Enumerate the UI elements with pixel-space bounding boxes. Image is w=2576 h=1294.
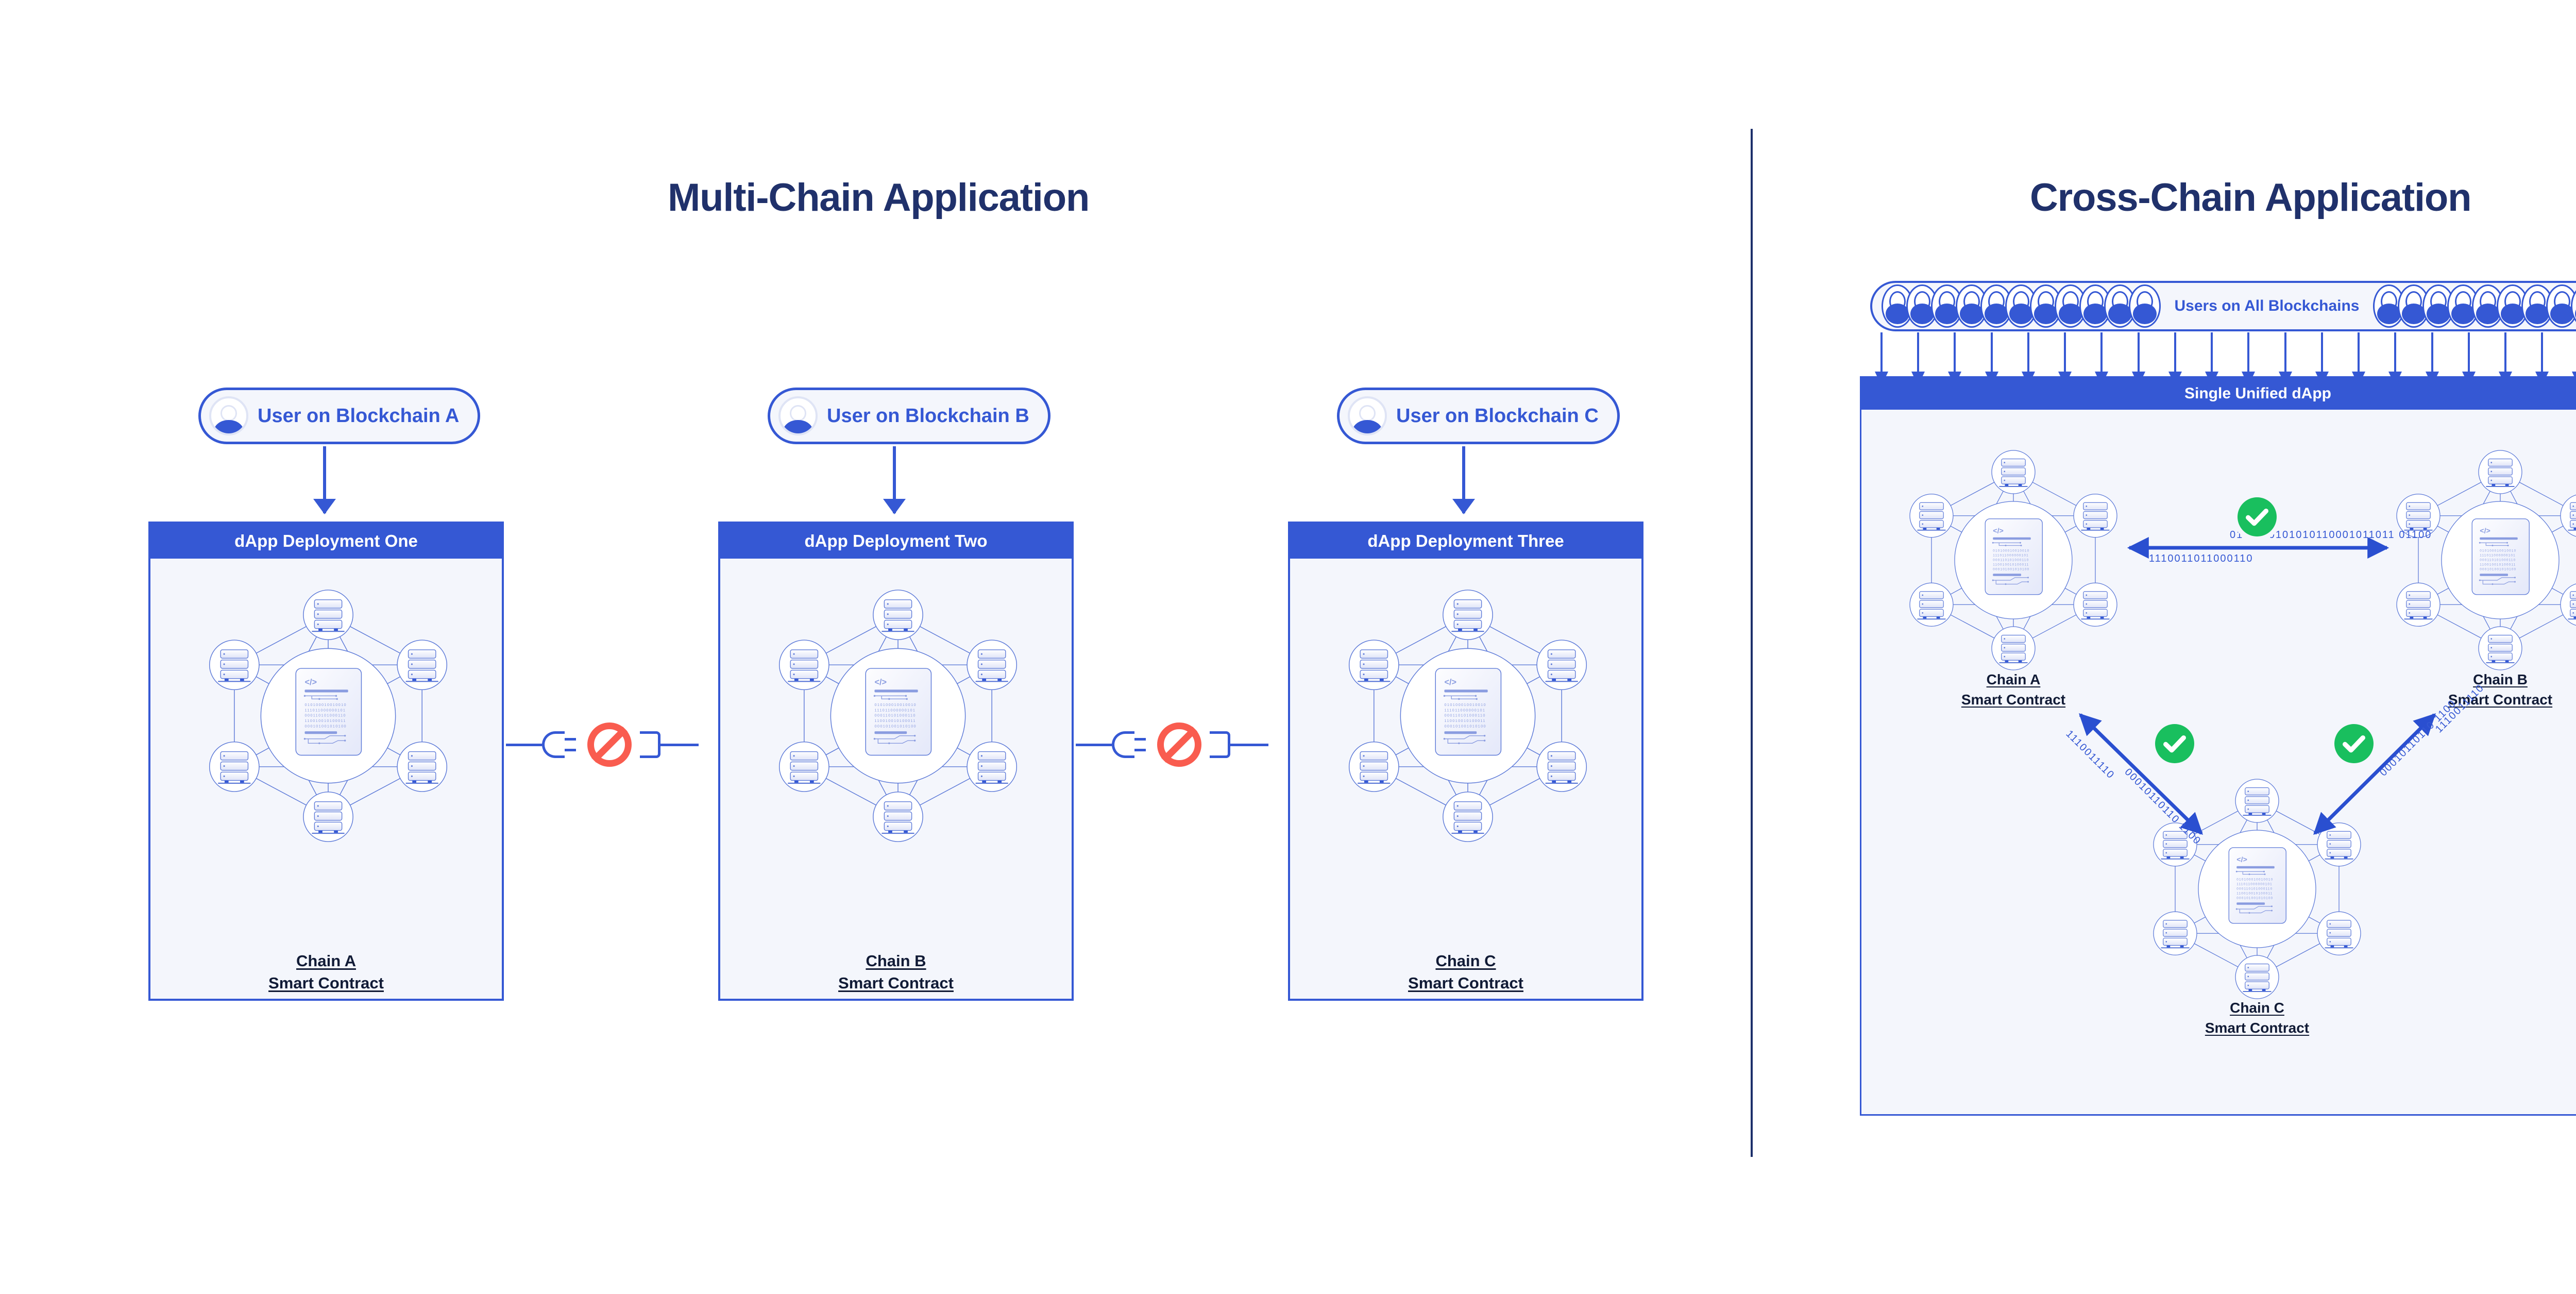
user-pill-label: User on Blockchain B <box>827 405 1029 427</box>
plug-male-icon <box>1112 731 1146 758</box>
flow-arrow <box>2504 332 2506 373</box>
avatar-group-right <box>2372 284 2576 328</box>
contract-name: Smart Contract <box>1408 973 1523 992</box>
wire-right <box>1230 743 1268 746</box>
chain-name: Chain B <box>866 952 926 970</box>
flow-arrow <box>2064 332 2066 373</box>
chain-name: Chain A <box>1986 671 2041 687</box>
link-binary-top-ab: 0101110101010110001011011 01100 <box>2230 529 2432 541</box>
user-pill-chain-b[interactable]: User on Blockchain B <box>768 388 1050 444</box>
chain-contract-label: Chain C Smart Contract <box>1290 950 1641 995</box>
flow-arrow <box>1917 332 1920 373</box>
single-unified-dapp-panel: Single Unified dApp Chain A Smart Contra… <box>1860 376 2576 1116</box>
deployment-header: dApp Deployment Three <box>1290 524 1641 559</box>
contract-name: Smart Contract <box>268 973 384 992</box>
blocked-connection-icon-2 <box>1076 722 1268 767</box>
user-pill-label: User on Blockchain A <box>258 405 460 427</box>
user-avatar-icon <box>2129 284 2161 328</box>
page-title-cross-chain: Cross-Chain Application <box>2030 176 2472 220</box>
chain-name: Chain C <box>2230 1000 2284 1016</box>
blocked-connection-icon-1 <box>506 722 699 767</box>
chain-name: Chain C <box>1435 952 1496 970</box>
user-flow-arrows <box>1880 332 2576 388</box>
deployment-body: Chain A Smart Contract <box>150 559 502 999</box>
blockchain-network-graphic <box>187 574 470 858</box>
contract-name: Smart Contract <box>1961 691 2066 708</box>
flow-arrow-a <box>323 446 326 513</box>
prohibition-icon <box>587 722 632 767</box>
flow-arrow <box>2100 332 2103 373</box>
deployment-panel-one: dApp Deployment One Chain A Smart Contra… <box>148 522 504 1001</box>
page-title-multi-chain: Multi-Chain Application <box>668 176 1090 220</box>
deployment-body: Chain C Smart Contract <box>1290 559 1641 999</box>
wire-left <box>506 743 542 746</box>
users-bar-label: Users on All Blockchains <box>2174 297 2360 314</box>
unified-header-label: Single Unified dApp <box>2184 385 2331 402</box>
users-on-all-blockchains-bar: Users on All Blockchains <box>1870 281 2576 331</box>
user-pill-chain-a[interactable]: User on Blockchain A <box>198 388 481 444</box>
flow-arrow <box>2174 332 2176 373</box>
wire-left <box>1076 743 1112 746</box>
deployment-panel-three: dApp Deployment Three Chain C Smart Cont… <box>1288 522 1643 1001</box>
flow-arrow <box>2027 332 2029 373</box>
plug-female-icon <box>1210 731 1230 758</box>
flow-arrow <box>2358 332 2360 373</box>
deployment-panel-two: dApp Deployment Two Chain B Smart Contra… <box>718 522 1074 1001</box>
chain-name: Chain B <box>2473 671 2528 687</box>
blockchain-network-graphic <box>1326 574 1609 858</box>
flow-arrow <box>2467 332 2470 373</box>
contract-name: Smart Contract <box>2205 1019 2310 1036</box>
green-check-icon-ac <box>2155 724 2194 763</box>
flow-arrow-c <box>1462 446 1465 513</box>
panel-divider <box>1751 129 1753 1157</box>
green-check-icon-ab <box>2238 497 2277 536</box>
deployment-header-label: dApp Deployment Three <box>1367 531 1564 550</box>
unified-header: Single Unified dApp <box>1861 378 2576 410</box>
plug-male-icon <box>542 731 576 758</box>
contract-name: Smart Contract <box>2448 691 2553 708</box>
deployment-body: Chain B Smart Contract <box>720 559 1072 999</box>
contract-name: Smart Contract <box>838 973 954 992</box>
user-avatar-icon <box>778 396 818 435</box>
green-check-icon-cb <box>2334 724 2374 763</box>
chain-contract-label-a: Chain A Smart Contract <box>1890 670 2137 710</box>
flow-arrow <box>2247 332 2250 373</box>
flow-arrow <box>2431 332 2433 373</box>
deployment-header: dApp Deployment One <box>150 524 502 559</box>
user-avatar-icon <box>209 396 248 435</box>
flow-arrow <box>2137 332 2140 373</box>
link-binary-bottom-ab: 1110011011000110 <box>2149 553 2253 564</box>
flow-arrow <box>2394 332 2397 373</box>
deployment-header-label: dApp Deployment One <box>234 531 418 550</box>
flow-arrow <box>2284 332 2286 373</box>
blockchain-network-graphic <box>756 574 1040 858</box>
chain-contract-label-b: Chain B Smart Contract <box>2377 670 2576 710</box>
cross-chain-link-arrows <box>2078 537 2436 835</box>
flow-arrow <box>1990 332 1993 373</box>
user-avatar-icon <box>1348 396 1387 435</box>
flow-arrow <box>1954 332 1956 373</box>
avatar-group-left <box>1882 284 2161 328</box>
chain-name: Chain A <box>296 952 356 970</box>
flow-arrow <box>2211 332 2213 373</box>
user-avatar-icon <box>2496 284 2529 328</box>
flow-arrow <box>2541 332 2544 373</box>
user-avatar-icon <box>2104 284 2137 328</box>
unified-body: Chain A Smart Contract Chain B Smart Con… <box>1861 410 2576 1114</box>
deployment-header-label: dApp Deployment Two <box>804 531 988 550</box>
deployment-header: dApp Deployment Two <box>720 524 1072 559</box>
user-pill-chain-c[interactable]: User on Blockchain C <box>1337 388 1620 444</box>
user-pill-label: User on Blockchain C <box>1396 405 1599 427</box>
chain-contract-label-c: Chain C Smart Contract <box>2133 998 2381 1038</box>
flow-arrow <box>2320 332 2323 373</box>
chain-contract-label: Chain A Smart Contract <box>150 950 502 995</box>
wire-right <box>660 743 699 746</box>
prohibition-icon <box>1157 722 1201 767</box>
chain-contract-label: Chain B Smart Contract <box>720 950 1072 995</box>
flow-arrow <box>1880 332 1883 373</box>
plug-female-icon <box>640 731 660 758</box>
flow-arrow-b <box>893 446 896 513</box>
